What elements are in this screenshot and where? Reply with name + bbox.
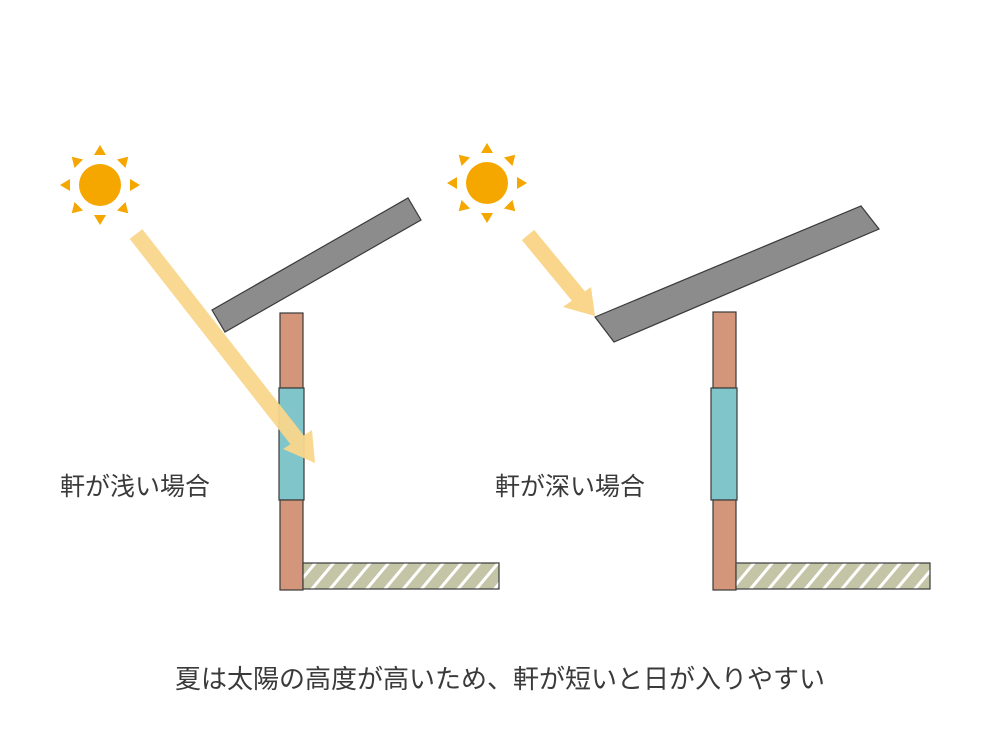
window: [710, 387, 738, 501]
sun-icon: [60, 145, 140, 225]
wall-upper: [712, 311, 737, 389]
floor: [735, 562, 931, 590]
wall-lower: [712, 499, 737, 591]
deep-eave-scene: 軒が深い場合: [447, 143, 931, 591]
roof: [211, 197, 422, 333]
caption: 夏は太陽の高度が高いため、軒が短いと日が入りやすい: [175, 665, 825, 695]
wall-lower: [279, 499, 304, 591]
sunbeam-arrow: [521, 229, 595, 316]
shallow-eave-label: 軒が浅い場合: [60, 472, 210, 501]
shallow-eave-scene: 軒が浅い場合: [60, 145, 500, 591]
sun-icon: [447, 143, 527, 223]
roof: [594, 205, 880, 343]
deep-eave-label: 軒が深い場合: [495, 472, 645, 501]
floor: [302, 562, 500, 590]
wall-upper: [279, 312, 304, 389]
sunbeam-arrow: [129, 229, 315, 463]
